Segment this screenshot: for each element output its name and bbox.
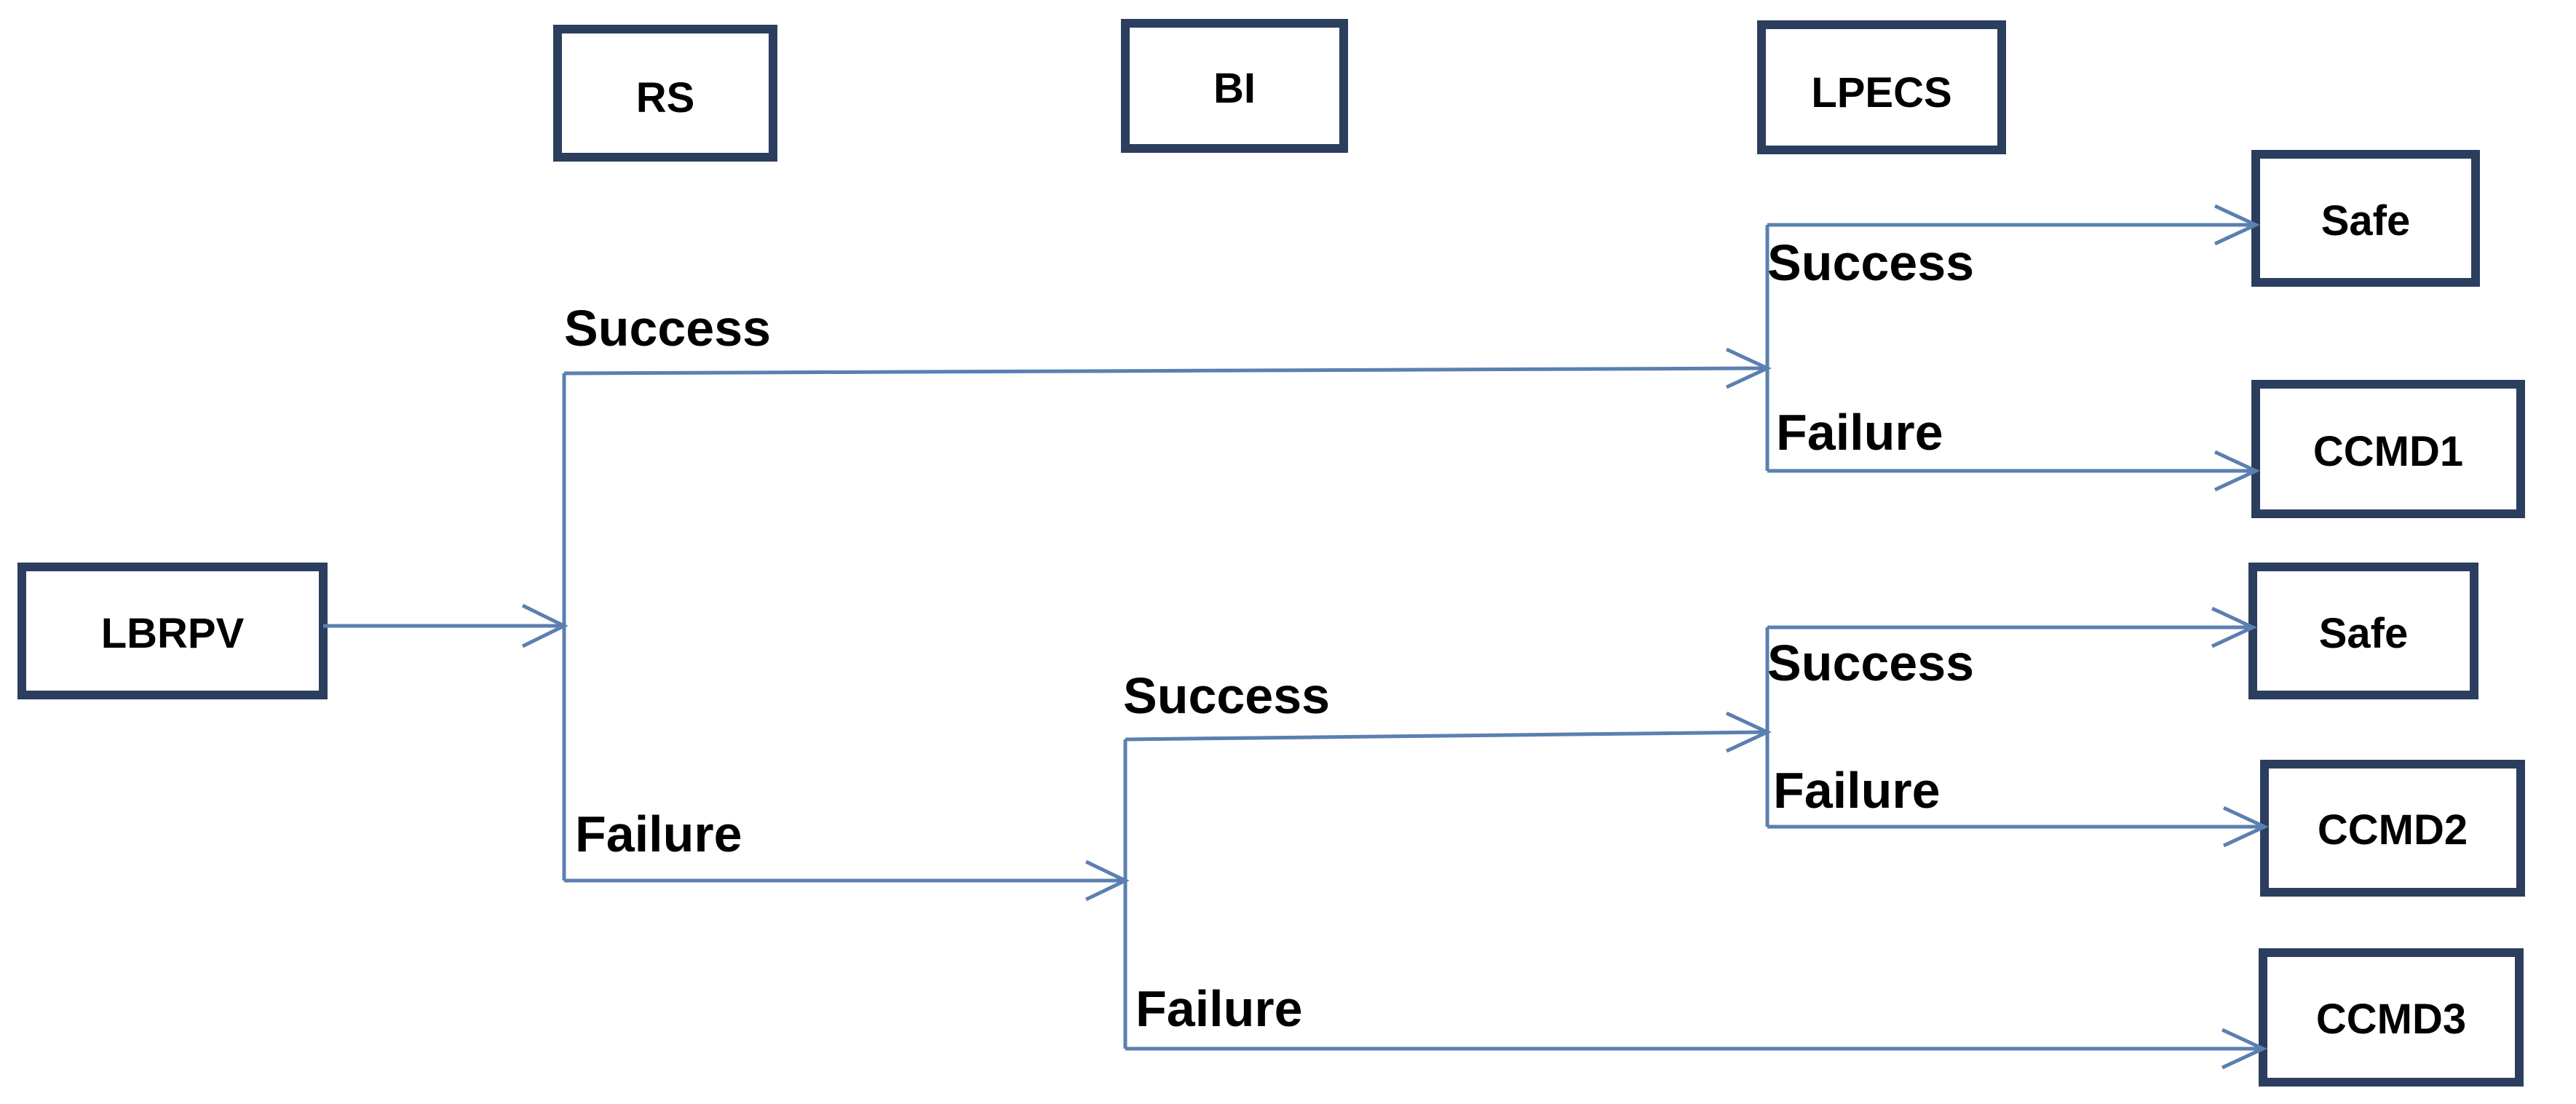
outcome-safe-1-label: Safe	[2321, 197, 2411, 245]
label-bi-failure: Failure	[1136, 980, 1303, 1037]
label-lpecs-lower-success: Success	[1767, 635, 1974, 691]
outcome-safe-1-box	[2251, 150, 2480, 287]
header-lpecs-label: LPECS	[1811, 69, 1951, 116]
label-rs-success: Success	[564, 300, 771, 357]
label-lpecs-upper-success: Success	[1767, 234, 1974, 291]
arrow-safe-2	[2211, 606, 2257, 648]
header-bi-box	[1121, 19, 1348, 153]
label-lpecs-upper-failure: Failure	[1776, 404, 1943, 461]
outcome-safe-2: Safe	[2248, 563, 2478, 699]
header-lpecs: LPECS	[1757, 20, 2006, 154]
arrow-ccmd3	[2221, 1028, 2267, 1070]
header-rs-box	[553, 25, 777, 162]
edge-bi-success	[1125, 730, 1768, 742]
outcome-ccmd3-label: CCMD3	[2316, 996, 2466, 1043]
edges	[323, 204, 2269, 1070]
outcome-ccmd1-box	[2251, 380, 2525, 518]
initiating-event-box	[17, 563, 328, 699]
header-lpecs-box	[1757, 20, 2006, 154]
arrow-ccmd1	[2214, 450, 2260, 492]
outcome-ccmd1: CCMD1	[2251, 380, 2525, 518]
outcome-ccmd2: CCMD2	[2260, 760, 2525, 897]
arrow-safe-1	[2214, 204, 2260, 246]
branch-labels: Success Failure Success Failure Success …	[564, 234, 1974, 1037]
outcome-ccmd3-box	[2259, 948, 2524, 1087]
label-bi-success: Success	[1123, 667, 1330, 724]
header-bi: BI	[1121, 19, 1348, 153]
header-bi-label: BI	[1213, 65, 1256, 112]
outcome-safe-2-box	[2248, 563, 2478, 699]
header-rs: RS	[553, 25, 777, 162]
initiating-event: LBRPV	[17, 563, 328, 699]
initiating-event-label: LBRPV	[101, 610, 245, 657]
outcome-ccmd1-label: CCMD1	[2313, 428, 2463, 475]
label-lpecs-lower-failure: Failure	[1773, 762, 1941, 819]
outcome-ccmd2-label: CCMD2	[2318, 806, 2468, 854]
outcome-safe-2-label: Safe	[2319, 610, 2409, 657]
arrow-ccmd2	[2222, 806, 2269, 848]
label-rs-failure: Failure	[575, 806, 742, 862]
outcome-ccmd3: CCMD3	[2259, 948, 2524, 1087]
outcome-safe-1: Safe	[2251, 150, 2480, 287]
edge-rs-success	[563, 366, 1768, 376]
header-rs-label: RS	[636, 74, 695, 122]
